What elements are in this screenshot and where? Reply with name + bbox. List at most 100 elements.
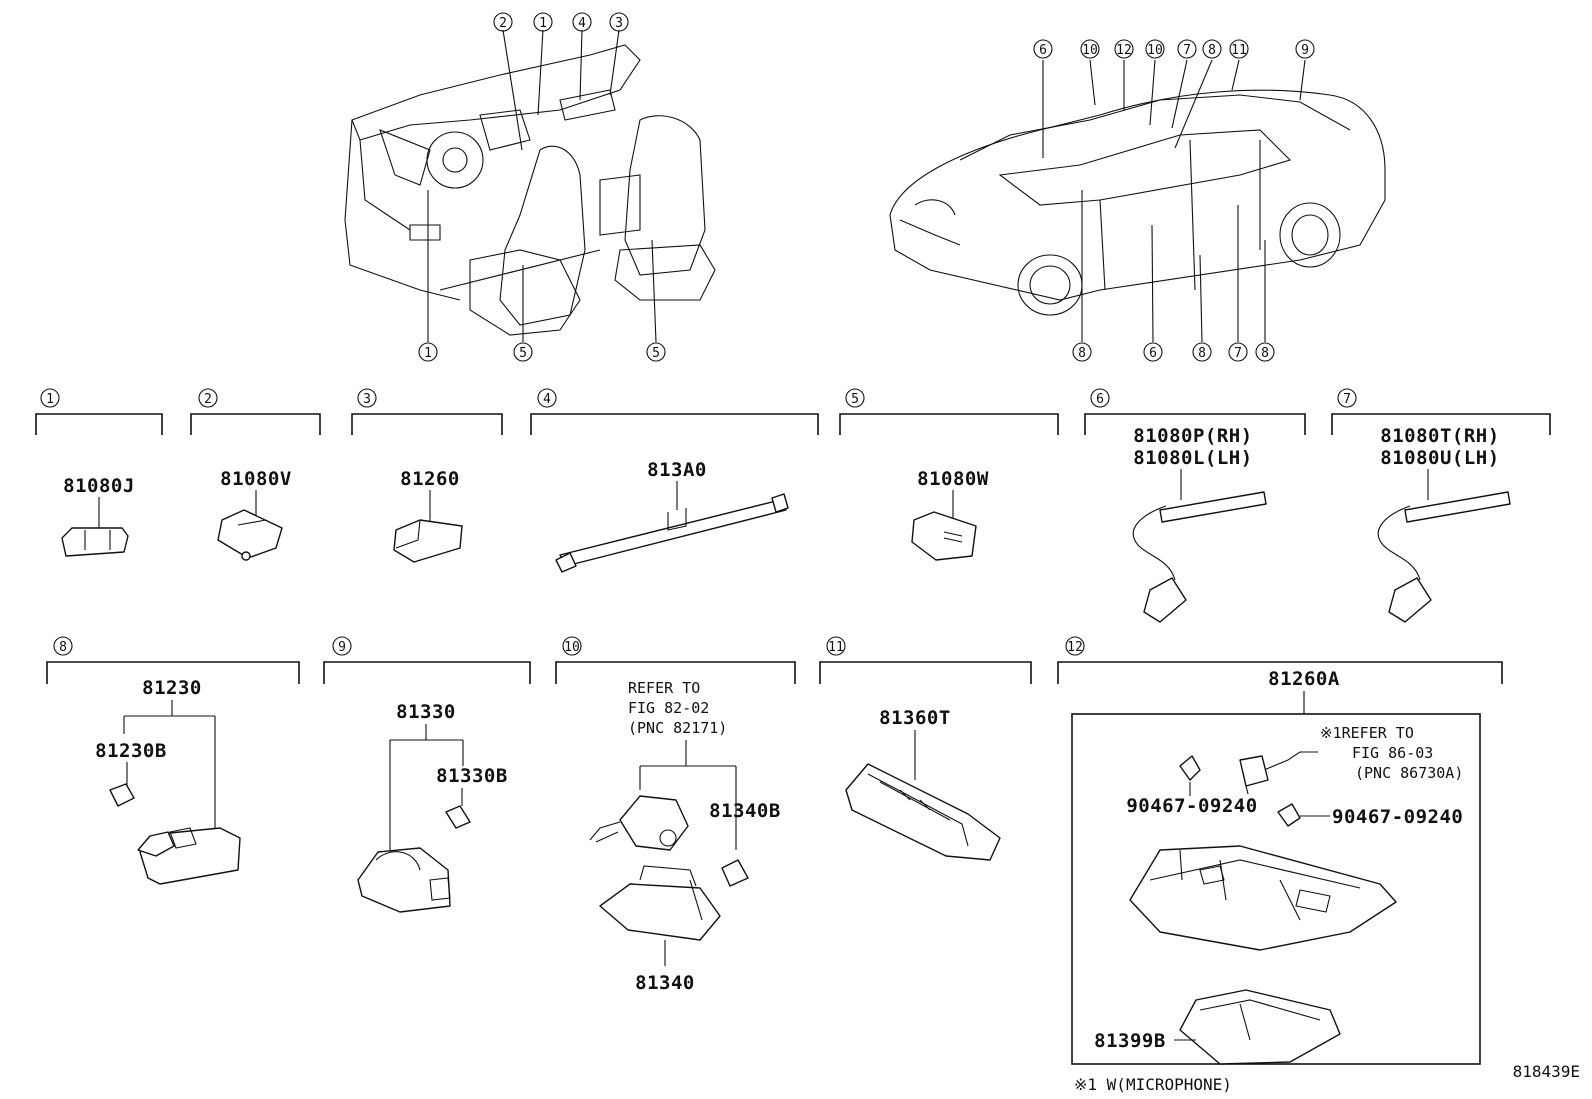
svg-text:6: 6: [1149, 346, 1157, 361]
svg-text:12: 12: [1116, 43, 1132, 58]
part-number-81340B: 81340B: [709, 800, 781, 822]
svg-text:6: 6: [1096, 392, 1104, 407]
group-8-parts: 81230 81230B: [95, 677, 241, 885]
group-3-part: 81260: [393, 468, 463, 563]
svg-text:4: 4: [543, 392, 551, 407]
top-leader-lines: [427, 29, 1306, 343]
part-number-81399B: 81399B: [1094, 1030, 1166, 1052]
callout-8-car-bottom-b: 8: [1192, 342, 1212, 362]
svg-text:3: 3: [363, 392, 371, 407]
refer-fig-86-03-text: FIG 86-03: [1352, 744, 1433, 762]
vehicle-exterior-illustration: [889, 89, 1386, 316]
svg-text:8: 8: [1261, 346, 1269, 361]
svg-text:7: 7: [1183, 43, 1191, 58]
part-number-81080U-lh: 81080U(LH): [1380, 447, 1499, 469]
callout-2-top: 2: [493, 12, 513, 32]
callout-7-car-top: 7: [1177, 39, 1197, 59]
refer-to-text: REFER TO: [628, 679, 700, 697]
row1-group-frames: 1 2 3 4 5 6 7: [35, 388, 1551, 435]
row2-group-frames: 8 9 10 11 12: [46, 636, 1503, 684]
group-1-part: 81080J: [61, 475, 134, 557]
svg-text:10: 10: [1147, 43, 1163, 58]
part-number-81230B: 81230B: [95, 740, 167, 762]
group-12-parts: 81260A ※1REFER TO FIG 86-03 (PNC 86730A)…: [1071, 668, 1481, 1065]
svg-text:8: 8: [1198, 346, 1206, 361]
part-number-81330: 81330: [396, 701, 456, 723]
sub-assembly-frame: [1071, 713, 1481, 1065]
refer-to-microphone-text: ※1REFER TO: [1320, 724, 1414, 742]
svg-text:7: 7: [1343, 392, 1351, 407]
group-9-parts: 81330 81330B: [357, 701, 508, 913]
part-number-81080W: 81080W: [917, 468, 989, 490]
callout-6-car-top: 6: [1033, 39, 1053, 59]
svg-text:7: 7: [1234, 346, 1242, 361]
svg-text:10: 10: [1082, 43, 1098, 58]
svg-text:8: 8: [1208, 43, 1216, 58]
svg-text:8: 8: [1078, 346, 1086, 361]
svg-text:12: 12: [1067, 640, 1083, 655]
part-number-81080T-rh: 81080T(RH): [1380, 425, 1499, 447]
part-number-81260: 81260: [400, 468, 460, 490]
callout-11-car-top: 11: [1229, 39, 1249, 59]
part-number-81230: 81230: [142, 677, 202, 699]
svg-text:4: 4: [578, 16, 586, 31]
callout-5-bottom-b: 5: [646, 342, 666, 362]
part-number-81330B: 81330B: [436, 765, 508, 787]
svg-text:8: 8: [59, 640, 67, 655]
part-number-81080P-rh: 81080P(RH): [1133, 425, 1252, 447]
callout-8-car-top: 8: [1202, 39, 1222, 59]
svg-text:11: 11: [828, 640, 844, 655]
part-number-81080L-lh: 81080L(LH): [1133, 447, 1252, 469]
group-5-part: 81080W: [911, 468, 989, 561]
group-11-parts: 81360T: [845, 707, 1001, 861]
svg-text:1: 1: [424, 346, 432, 361]
callout-7-car-bottom: 7: [1228, 342, 1248, 362]
part-number-81080V: 81080V: [220, 468, 292, 490]
part-number-81340: 81340: [635, 972, 695, 994]
svg-text:5: 5: [851, 392, 859, 407]
svg-text:2: 2: [499, 16, 507, 31]
part-number-81360T: 81360T: [879, 707, 951, 729]
callout-12-car-top: 12: [1114, 39, 1134, 59]
refer-pnc-86730a-text: (PNC 86730A): [1355, 764, 1463, 782]
group-7-part: 81080T(RH) 81080U(LH): [1377, 425, 1511, 623]
svg-text:2: 2: [204, 392, 212, 407]
figure-code: 818439E: [1513, 1062, 1580, 1081]
callout-5-bottom-a: 5: [513, 342, 533, 362]
svg-text:10: 10: [564, 640, 580, 655]
group-2-part: 81080V: [217, 468, 292, 561]
footnote-microphone: ※1 W(MICROPHONE): [1074, 1075, 1232, 1094]
svg-text:1: 1: [46, 392, 54, 407]
refer-fig-text: FIG 82-02: [628, 699, 709, 717]
callout-8-car-bottom-a: 8: [1072, 342, 1092, 362]
part-number-90467-09240-b: 90467-09240: [1332, 806, 1463, 828]
callout-10-car-top-b: 10: [1145, 39, 1165, 59]
svg-text:9: 9: [1301, 43, 1309, 58]
svg-text:5: 5: [519, 346, 527, 361]
group-6-part: 81080P(RH) 81080L(LH): [1132, 425, 1267, 623]
callout-6-car-bottom: 6: [1143, 342, 1163, 362]
callout-1-bottom: 1: [418, 342, 438, 362]
refer-pnc-text: (PNC 82171): [628, 719, 727, 737]
part-number-813A0: 813A0: [647, 459, 707, 481]
group-10-parts: REFER TO FIG 82-02 (PNC 82171) 81340B 81…: [589, 679, 781, 994]
part-number-90467-09240-a: 90467-09240: [1126, 795, 1257, 817]
callout-3-top: 3: [609, 12, 629, 32]
group-4-part: 813A0: [555, 459, 789, 573]
svg-text:3: 3: [615, 16, 623, 31]
callout-10-car-top-a: 10: [1080, 39, 1100, 59]
callout-8-car-bottom-c: 8: [1255, 342, 1275, 362]
top-callout-markers: 2 1 4 3 1 5 5 6 10 12 10 7 8 11 9 8 6 8 …: [418, 12, 1315, 362]
part-number-81260A: 81260A: [1268, 668, 1340, 690]
svg-text:11: 11: [1231, 43, 1247, 58]
callout-9-car-top: 9: [1295, 39, 1315, 59]
svg-text:6: 6: [1039, 43, 1047, 58]
svg-text:1: 1: [539, 16, 547, 31]
callout-1-top: 1: [533, 12, 553, 32]
callout-4-top: 4: [572, 12, 592, 32]
svg-text:9: 9: [338, 640, 346, 655]
interior-view-illustration: [344, 44, 716, 336]
svg-text:5: 5: [652, 346, 660, 361]
